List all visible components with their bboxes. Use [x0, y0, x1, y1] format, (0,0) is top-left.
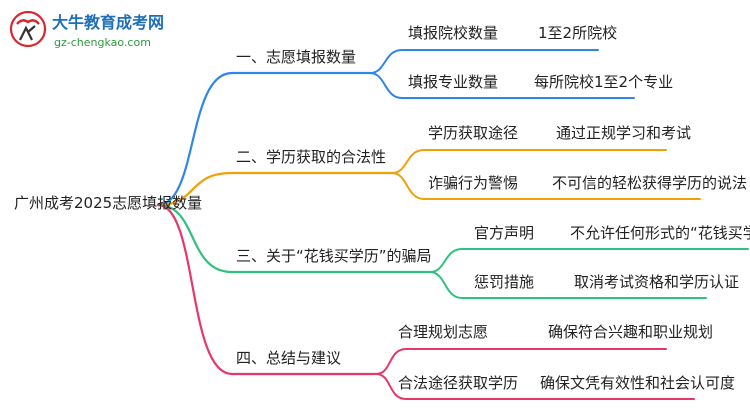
branch-1-child-2-link: [369, 72, 403, 99]
branch-3-link: [156, 203, 234, 274]
branch-4-item-2-label: 合法途径获取学历: [398, 374, 519, 392]
branch-3-child-1-link: [429, 248, 463, 273]
branch-4-link: [156, 203, 234, 376]
branch-4-item-1-label: 合理规划志愿: [398, 323, 489, 341]
branch-1-item-2-detail: 每所院校1至2个专业: [534, 73, 674, 91]
logo-title: 大牛教育成考网: [52, 13, 165, 32]
branch-2-title: 二、学历获取的合法性: [236, 148, 387, 166]
logo-url: gz-chengkao.com: [54, 36, 151, 49]
branch-2-item-2-label: 诈骗行为警惕: [428, 174, 519, 192]
root-topic: 广州成考2025志愿填报数量: [14, 194, 203, 212]
branch-2-link: [156, 171, 234, 207]
branch-3-child-2-link: [429, 271, 463, 299]
branch-4-title: 四、总结与建议: [236, 349, 342, 367]
branch-2-item-2-detail: 不可信的轻松获得学历的说法: [552, 174, 748, 192]
branch-3-item-2-detail: 取消考试资格和学历认证: [574, 273, 740, 291]
branch-4-item-2-detail: 确保文凭有效性和社会认可度: [540, 374, 736, 392]
branch-3-item-1-detail: 不允许任何形式的“花钱买学历”: [570, 224, 750, 242]
branch-3-item-1-label: 官方声明: [474, 224, 535, 242]
branch-1-item-1-detail: 1至2所院校: [538, 24, 618, 42]
branch-1-child-1-link: [369, 49, 403, 74]
logo-mark-icon: [9, 10, 47, 48]
branch-3-item-2-label: 惩罚措施: [474, 273, 535, 291]
branch-1-item-1-label: 填报院校数量: [408, 24, 499, 42]
branch-4-child-2-link: [375, 373, 407, 400]
branch-2-item-1-detail: 通过正规学习和考试: [556, 124, 692, 142]
branch-1-item-2-label: 填报专业数量: [408, 73, 499, 91]
branch-1-title: 一、志愿填报数量: [236, 48, 357, 66]
branch-3-title: 三、关于“花钱买学历”的骗局: [236, 247, 432, 265]
branch-2-child-1-link: [391, 149, 425, 174]
branch-4-child-1-link: [375, 348, 407, 375]
branch-2-item-1-label: 学历获取途径: [428, 124, 519, 142]
branch-2-child-2-link: [391, 172, 425, 200]
branch-4-item-1-detail: 确保符合兴趣和职业规划: [548, 323, 714, 341]
branch-1-link: [156, 71, 234, 207]
